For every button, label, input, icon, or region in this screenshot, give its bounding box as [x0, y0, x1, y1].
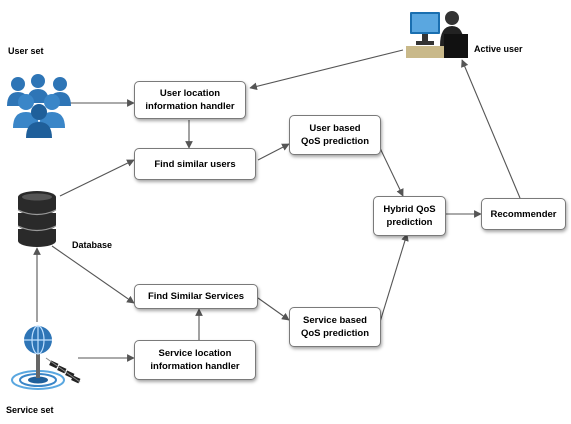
label-user-set: User set [8, 46, 44, 56]
node-service-based-qos: Service based QoS prediction [289, 307, 381, 347]
edge-database-to-find-users [59, 159, 135, 197]
database-icon [17, 191, 57, 247]
edge-activeuser-to-user-location [249, 49, 404, 91]
node-find-similar-users: Find similar users [134, 148, 256, 180]
node-find-similar-services: Find Similar Services [134, 284, 258, 309]
label-active-user: Active user [474, 44, 523, 54]
edge-service-qos-to-hybrid [379, 233, 409, 323]
node-recommender: Recommender [481, 198, 566, 230]
edge-database-to-find-services [51, 245, 135, 304]
users-group-icon [7, 74, 71, 138]
node-user-location-handler: User location information handler [134, 81, 246, 119]
person-at-computer-icon [406, 11, 468, 58]
label-service-set: Service set [6, 405, 54, 415]
edge-recommender-to-activeuser [461, 59, 521, 199]
label-database: Database [72, 240, 113, 250]
edge-user-qos-to-hybrid [379, 147, 404, 197]
edge-find-users-to-user-qos [257, 143, 290, 161]
edge-find-services-to-service-qos [257, 297, 290, 321]
node-user-based-qos: User based QoS prediction [289, 115, 381, 155]
web-service-globe-icon [11, 325, 81, 390]
node-hybrid-qos: Hybrid QoS prediction [373, 196, 446, 236]
node-service-location-handler: Service location information handler [134, 340, 256, 380]
